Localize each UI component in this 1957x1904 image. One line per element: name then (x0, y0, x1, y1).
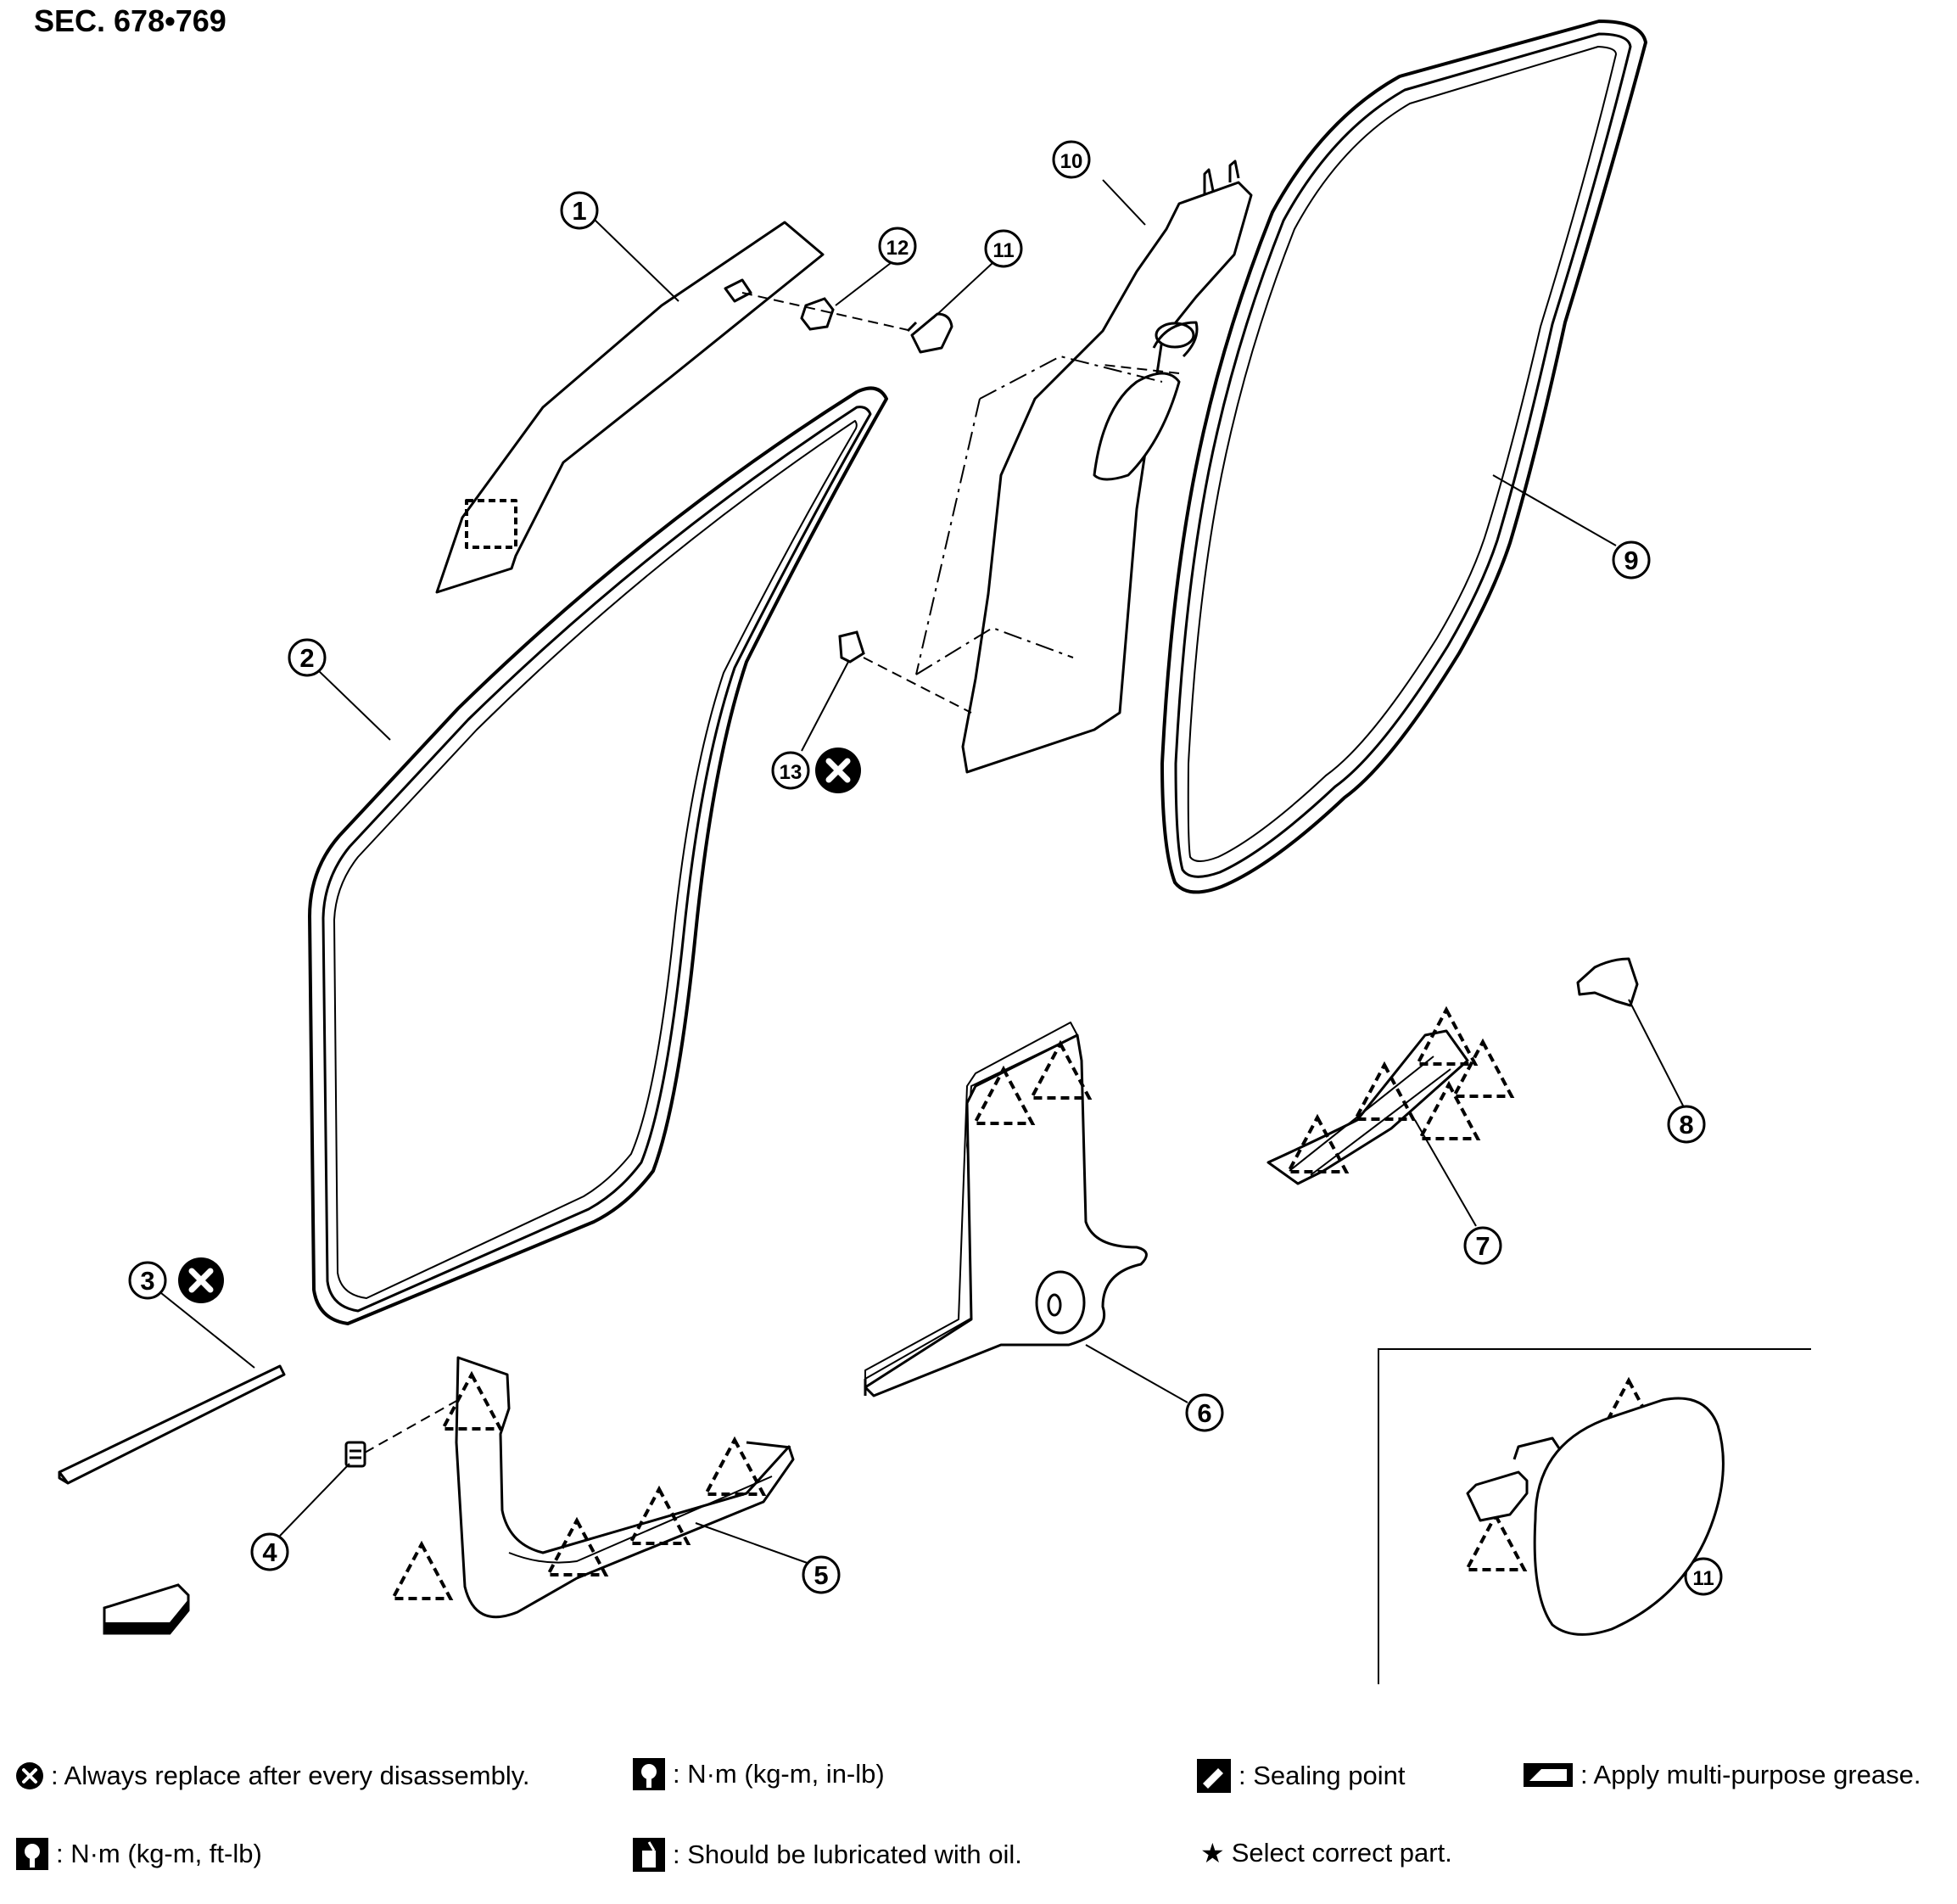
front-kicking-plate (455, 1356, 795, 1619)
wrench-icon (633, 1758, 665, 1790)
legend-sealing-text: : Sealing point (1239, 1761, 1406, 1790)
rear-door-weatherstrip (1160, 20, 1647, 894)
svg-text:11: 11 (1692, 1567, 1714, 1590)
clip (838, 630, 865, 664)
svg-text:4: 4 (262, 1537, 277, 1567)
front-arrow-icon (103, 1583, 190, 1635)
callout-2: 2 (288, 638, 327, 677)
svg-text:5: 5 (814, 1560, 828, 1590)
legend-select: ★ Select correct part. (1200, 1837, 1452, 1869)
svg-text:9: 9 (1624, 546, 1638, 575)
callout-11: 11 (984, 229, 1023, 268)
callout-1: 1 (560, 191, 599, 230)
section-code: SEC. 678•769 (34, 3, 226, 38)
callout-5: 5 (802, 1555, 841, 1594)
body-side-welt (58, 1364, 286, 1485)
legend-oil: : Should be lubricated with oil. (632, 1837, 1022, 1873)
legend-torque-in-lb-text: : N·m (kg-m, in-lb) (673, 1759, 885, 1789)
svg-text:1: 1 (572, 196, 586, 226)
callout-13: 13 (771, 751, 810, 790)
svg-text:6: 6 (1197, 1398, 1211, 1428)
svg-text:7: 7 (1475, 1231, 1490, 1261)
callout-8: 8 (1667, 1105, 1706, 1144)
assembly-guide-lines (364, 292, 1180, 1453)
callout-4: 4 (250, 1532, 289, 1571)
legend-replace: : Always replace after every disassembly… (15, 1761, 530, 1791)
legend-grease-text: : Apply multi-purpose grease. (1580, 1760, 1921, 1789)
legend-grease: : Apply multi-purpose grease. (1523, 1760, 1921, 1790)
x-circle-icon (815, 748, 861, 793)
oil-can-icon (633, 1838, 665, 1872)
front-pillar-garnish (435, 221, 825, 594)
sealant-icon (1197, 1759, 1231, 1793)
cover-cap (906, 312, 953, 354)
svg-text:12: 12 (886, 237, 909, 260)
callout-6: 6 (1185, 1393, 1224, 1432)
legend-oil-text: : Should be lubricated with oil. (673, 1840, 1022, 1869)
detail-inset (1378, 1348, 1811, 1684)
star-icon: ★ (1200, 1838, 1225, 1868)
cover-cap-detail (1466, 1397, 1725, 1636)
legend-torque-ft-lb: : N·m (kg-m, ft-lb) (15, 1837, 262, 1871)
callout-markers: 1 2 3 4 5 6 7 8 (128, 140, 1723, 1596)
legend-sealing: : Sealing point (1196, 1758, 1405, 1794)
svg-text:10: 10 (1060, 150, 1083, 173)
rear-kicking-plate (1266, 1029, 1469, 1185)
clip (800, 297, 835, 331)
legend-replace-text: : Always replace after every disassembly… (51, 1761, 530, 1790)
front-door-weatherstrip (308, 386, 888, 1325)
callout-11-detail: 11 (1684, 1557, 1723, 1596)
wrench-icon (16, 1838, 48, 1870)
callout-7: 7 (1463, 1226, 1502, 1265)
svg-text:11: 11 (992, 239, 1014, 262)
x-circle-icon (178, 1257, 224, 1303)
callout-10: 10 (1052, 140, 1091, 179)
clip (344, 1441, 366, 1468)
svg-text:2: 2 (299, 643, 314, 673)
grease-icon (1524, 1763, 1573, 1787)
svg-text:8: 8 (1679, 1110, 1693, 1140)
center-pillar-upper-garnish (961, 160, 1253, 774)
legend-torque-ft-lb-text: : N·m (kg-m, ft-lb) (56, 1839, 262, 1868)
x-circle-icon (16, 1762, 43, 1789)
callout-3: 3 (128, 1261, 167, 1300)
trim-cap (1576, 957, 1639, 1007)
callout-12: 12 (878, 227, 917, 266)
center-pillar-lower-garnish (864, 1022, 1148, 1397)
svg-text:3: 3 (140, 1266, 154, 1296)
legend-select-text: Select correct part. (1231, 1838, 1452, 1868)
svg-text:13: 13 (780, 761, 802, 784)
callout-9: 9 (1612, 540, 1651, 580)
legend-torque-in-lb: : N·m (kg-m, in-lb) (632, 1757, 885, 1791)
